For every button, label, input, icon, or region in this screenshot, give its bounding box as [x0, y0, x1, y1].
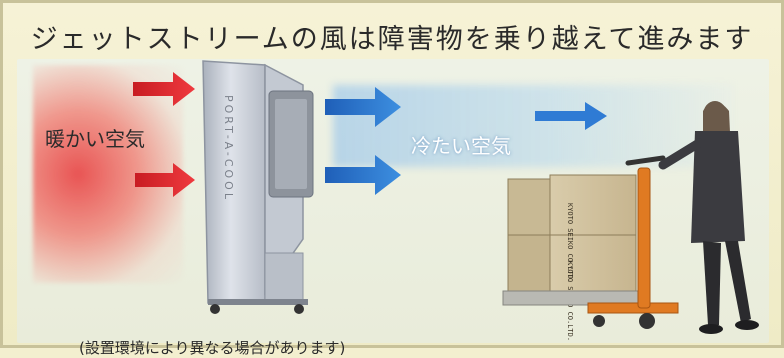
warm-air-arrow-top [133, 72, 195, 106]
cool-air-arrow-far [535, 102, 607, 130]
page-title: ジェットストリームの風は障害物を乗り越えて進みます [30, 24, 754, 55]
cool-air-band [333, 85, 733, 167]
svg-text:KYOTO SEIKO CO.LTD.: KYOTO SEIKO CO.LTD. [566, 203, 574, 283]
worker-figure [658, 101, 759, 334]
cool-air-arrow-top [325, 87, 401, 127]
cardboard-boxes: KYOTO SEIKO CO.LTD. KYOTO SEIKO CO.LTD. [502, 174, 644, 341]
cool-air-label: 冷たい空気 [411, 134, 511, 158]
unit-brand-text: PORT-A-COOL [222, 95, 235, 202]
cool-air-arrow-bottom [325, 155, 401, 195]
evaporative-cooler: PORT-A-COOL [202, 60, 314, 314]
pallet-jack [587, 155, 679, 329]
scene-illustration: PORT-A-COOL KYOTO SEIKO CO.LTD. KYOTO SE… [133, 60, 759, 341]
warm-air-label: 暖かい空気 [45, 127, 145, 151]
warm-air-arrow-bottom [135, 163, 195, 197]
